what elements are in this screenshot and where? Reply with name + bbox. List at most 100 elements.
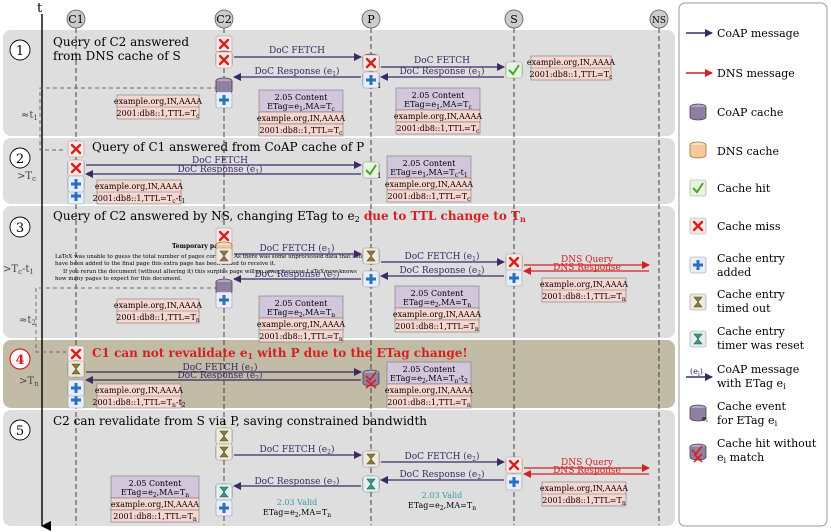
legend-cache-entry-timer-reset: Cache entry timer was reset bbox=[689, 325, 805, 352]
phase-number-2: 2 bbox=[16, 152, 24, 167]
svg-text:t: t bbox=[37, 1, 43, 16]
phase-title-1b: from DNS cache of S bbox=[53, 49, 181, 63]
svg-text:ETag=e2,MA=Tn: ETag=e2,MA=Tn bbox=[408, 501, 476, 512]
svg-text:2.05 Content: 2.05 Content bbox=[275, 93, 329, 102]
svg-text:ETag=e2,MA=Tn: ETag=e2,MA=Tn bbox=[263, 508, 331, 519]
p-valid-message: 2.03 Valid ETag=e2,MA=Tn bbox=[408, 491, 476, 512]
c2-valid-message: 2.03 Valid ETag=e2,MA=Tn bbox=[263, 498, 331, 519]
phase-3-flow: Temporary page! LaTeX was unable to gues… bbox=[55, 226, 650, 343]
phase-title-4: C1 can not revalidate e1 with P due to t… bbox=[92, 346, 468, 361]
svg-text:1: 1 bbox=[377, 82, 381, 90]
svg-text:2.05 Content: 2.05 Content bbox=[403, 159, 457, 168]
svg-text:2001:db8::1,TTL=Tn: 2001:db8::1,TTL=Tn bbox=[542, 496, 626, 507]
svg-text:example.org,IN,AAAA: example.org,IN,AAAA bbox=[385, 386, 473, 395]
svg-text:LaTeX was unable to guess the: LaTeX was unable to guess the total numb… bbox=[55, 254, 371, 260]
phase-number-1: 1 bbox=[16, 44, 24, 59]
svg-text:Cache miss: Cache miss bbox=[717, 220, 781, 233]
legend-cache-entry-timed-out: Cache entry timed out bbox=[689, 288, 785, 315]
node-headers: C1 C2 P S NS bbox=[66, 9, 669, 29]
svg-text:example.org,IN,AAAA: example.org,IN,AAAA bbox=[111, 500, 199, 509]
svg-text:Cache hit: Cache hit bbox=[717, 182, 771, 195]
svg-text:example.org,IN,AAAA: example.org,IN,AAAA bbox=[385, 180, 473, 189]
svg-text:2001:db8::1,TTL=Tn-t2: 2001:db8::1,TTL=Tn-t2 bbox=[92, 398, 185, 409]
svg-text:added: added bbox=[717, 266, 751, 279]
svg-text:2.05 Content: 2.05 Content bbox=[411, 289, 465, 298]
phase-1-flow: DoC FETCH DoC FETCH DoC Response (e1) 1 … bbox=[114, 34, 615, 137]
svg-text:ETag=e2,MA=Tn: ETag=e2,MA=Tn bbox=[267, 308, 335, 319]
svg-text:DNS Query: DNS Query bbox=[561, 255, 614, 265]
ns-response-entry-2: example.org,IN,AAAA 2001:db8::1,TTL=Tn bbox=[540, 481, 628, 507]
cache-miss-icon bbox=[688, 216, 708, 236]
coap-cache-icon bbox=[689, 103, 707, 121]
phase-5-flow: DoC FETCH (e2) DoC FETCH (e2) DNS Query … bbox=[110, 427, 650, 523]
phase-title-3: Query of C2 answered by NS, changing ETa… bbox=[53, 209, 526, 224]
svg-text:DoC Response (e2): DoC Response (e2) bbox=[254, 269, 339, 281]
svg-text:2.05 Content: 2.05 Content bbox=[403, 365, 457, 374]
legend-coap-message: CoAP message bbox=[686, 27, 799, 40]
svg-text:timer was reset: timer was reset bbox=[717, 339, 805, 352]
svg-text:2001:db8::1,TTL=Tc: 2001:db8::1,TTL=Tc bbox=[260, 126, 344, 137]
svg-text:2001:db8::1,TTL=Tn: 2001:db8::1,TTL=Tn bbox=[259, 332, 343, 343]
p-cache-entry-e2: 2.05 Content ETag=e2,MA=Tn example.org,I… bbox=[393, 285, 481, 333]
svg-text:example.org,IN,AAAA: example.org,IN,AAAA bbox=[540, 280, 628, 289]
svg-text:DNS Response: DNS Response bbox=[553, 263, 621, 273]
svg-text:DNS Query: DNS Query bbox=[561, 458, 614, 468]
hourglass-reset-icon bbox=[689, 330, 707, 348]
phase-4-flow: DoC FETCH (e1) DoC Response (e2) 2.05 Co… bbox=[66, 344, 473, 410]
phase-number-3: 3 bbox=[16, 221, 24, 236]
svg-text:timed out: timed out bbox=[717, 302, 771, 315]
svg-text:2001:db8::1,TTL=Tn: 2001:db8::1,TTL=Tn bbox=[395, 322, 479, 333]
svg-text:2.05 Content: 2.05 Content bbox=[275, 299, 329, 308]
svg-text:DoC Response (e2): DoC Response (e2) bbox=[177, 370, 262, 382]
node-c2: C2 bbox=[216, 13, 231, 26]
svg-text:example.org,IN,AAAA: example.org,IN,AAAA bbox=[95, 386, 183, 395]
node-p: P bbox=[367, 13, 375, 26]
legend-cache-miss: Cache miss bbox=[688, 216, 781, 236]
svg-text:example.org,IN,AAAA: example.org,IN,AAAA bbox=[394, 112, 482, 121]
svg-text:ETag=e2,MA=Tn-t2: ETag=e2,MA=Tn-t2 bbox=[390, 374, 468, 385]
svg-text:DNS cache: DNS cache bbox=[717, 145, 779, 158]
svg-text:DNS Response: DNS Response bbox=[553, 466, 621, 476]
legend-coap-message-etag: (ei) CoAP message with ETag ei bbox=[686, 363, 799, 391]
c2-response-content-e2: 2.05 Content ETag=e2,MA=Tn example.org,I… bbox=[257, 295, 345, 343]
p-coap-cache-entry: 2.05 Content ETag=e1,MA=Tc example.org,I… bbox=[394, 87, 482, 135]
svg-text:2.03 Valid: 2.03 Valid bbox=[422, 491, 462, 500]
svg-text:Temporary page!: Temporary page! bbox=[172, 243, 229, 250]
legend: CoAP message DNS message CoAP cache DNS … bbox=[678, 2, 828, 527]
svg-text:2001:db8::1,TTL=Tc: 2001:db8::1,TTL=Tc bbox=[388, 192, 472, 203]
p-cache-entry-aged: 2.05 Content ETag=e1,MA=Tc-t1 example.or… bbox=[385, 155, 473, 203]
svg-text:DoC Response (e2): DoC Response (e2) bbox=[399, 265, 484, 277]
svg-text:DoC Response (e1): DoC Response (e1) bbox=[177, 164, 262, 176]
temporary-page-notice: Temporary page! LaTeX was unable to gues… bbox=[55, 243, 371, 282]
legend-cache-hit: Cache hit bbox=[689, 179, 771, 197]
svg-text:(ei): (ei) bbox=[690, 367, 703, 378]
svg-text:ETag=e1,MA=Tc: ETag=e1,MA=Tc bbox=[267, 102, 335, 113]
svg-text:>Tn: >Tn bbox=[19, 376, 39, 388]
svg-text:DoC Response (e2): DoC Response (e2) bbox=[254, 476, 339, 488]
svg-text:DoC Response (e1): DoC Response (e1) bbox=[254, 66, 339, 78]
time-axis: t bbox=[37, 1, 51, 531]
svg-text:≈t1: ≈t1 bbox=[21, 110, 38, 122]
svg-text:DoC FETCH: DoC FETCH bbox=[414, 56, 470, 66]
svg-text:Cache entry: Cache entry bbox=[717, 288, 785, 301]
time-brackets bbox=[35, 87, 223, 353]
c2-cached-content: 2.05 Content ETag=e2,MA=Tn example.org,I… bbox=[110, 475, 199, 523]
svg-text:Cache entry: Cache entry bbox=[717, 325, 785, 338]
legend-dns-cache: DNS cache bbox=[689, 141, 779, 159]
svg-text:≈t2: ≈t2 bbox=[19, 315, 36, 327]
phase-number-4: 4 bbox=[15, 353, 24, 368]
svg-text:CoAP message: CoAP message bbox=[717, 27, 799, 40]
svg-text:DoC FETCH (e1): DoC FETCH (e1) bbox=[260, 243, 335, 255]
svg-text:>Tc: >Tc bbox=[17, 171, 36, 183]
svg-text:>Tc-t1: >Tc-t1 bbox=[3, 264, 34, 276]
svg-text:2001:db8::1,TTL=Tn: 2001:db8::1,TTL=Tn bbox=[116, 313, 200, 324]
svg-text:example.org,IN,AAAA: example.org,IN,AAAA bbox=[114, 301, 202, 310]
legend-coap-cache: CoAP cache bbox=[689, 103, 783, 121]
cache-hit-icon bbox=[689, 179, 707, 197]
svg-text:DNS message: DNS message bbox=[717, 67, 795, 80]
svg-text:DoC FETCH: DoC FETCH bbox=[269, 46, 325, 56]
s-dns-cache-entry: example.org,IN,AAAA 2001:db8::1,TTL=Tc bbox=[527, 55, 615, 81]
legend-dns-message: DNS message bbox=[686, 67, 795, 80]
svg-text:2.05 Content: 2.05 Content bbox=[129, 479, 183, 488]
